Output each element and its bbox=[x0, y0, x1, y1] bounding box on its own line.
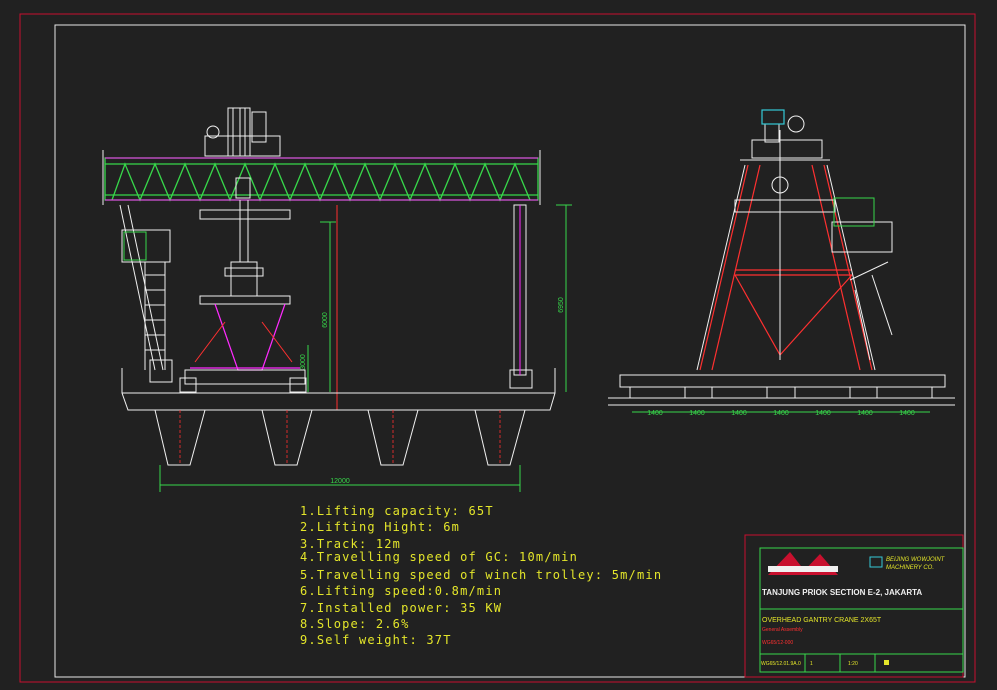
height-dimension-main: 6000 bbox=[322, 312, 329, 328]
sheet-marker bbox=[884, 660, 889, 665]
spec-item: 9.Self weight: 37T bbox=[300, 633, 452, 647]
company-name-line2: MACHINERY CO. bbox=[886, 565, 935, 571]
spec-item: 2.Lifting Hight: 6m bbox=[300, 520, 461, 534]
height-dimension-right: 6950 bbox=[558, 297, 565, 313]
wheel-spacing-5: 1400 bbox=[815, 410, 831, 417]
drawing-subtitle: General Assembly bbox=[762, 627, 803, 633]
wheel-spacing-2: 1400 bbox=[689, 410, 705, 417]
span-dimension: 12000 bbox=[330, 478, 350, 485]
main-girder-truss bbox=[104, 157, 539, 202]
height-dimension-small: 3000 bbox=[300, 354, 307, 370]
drawing-scale: 1:20 bbox=[848, 661, 858, 667]
wheel-spacing-7: 1400 bbox=[899, 410, 915, 417]
company-name-line1: BEIJING WOWJOINT bbox=[886, 557, 945, 563]
title-block bbox=[744, 534, 964, 678]
bridge-deck bbox=[121, 368, 556, 466]
front-elevation: 12000 6000 6950 3000 bbox=[102, 107, 572, 492]
spec-item: 8.Slope: 2.6% bbox=[300, 617, 410, 631]
spec-item: 4.Travelling speed of GC: 10m/min bbox=[300, 550, 579, 564]
wheel-spacing-4: 1400 bbox=[773, 410, 789, 417]
spec-item: 7.Installed power: 35 KW bbox=[300, 601, 503, 615]
outer-border bbox=[19, 13, 976, 683]
spec-item: 1.Lifting capacity: 65T bbox=[300, 504, 494, 518]
spec-item: 6.Lifting speed:0.8m/min bbox=[300, 584, 503, 598]
side-elevation: 1400 1400 1400 1400 1400 1400 1400 bbox=[608, 109, 955, 417]
company-logo bbox=[768, 552, 883, 575]
drawing-number: WG65/12-000 bbox=[762, 640, 794, 646]
drawing-code: WG65/12.01.9A.0 bbox=[761, 661, 801, 667]
right-leg bbox=[509, 204, 533, 389]
wheel-spacing-1: 1400 bbox=[647, 410, 663, 417]
wheel-spacing-6: 1400 bbox=[857, 410, 873, 417]
drawing-title: OVERHEAD GANTRY CRANE 2X65T bbox=[762, 617, 882, 624]
travel-bogies bbox=[608, 374, 955, 406]
spec-item: 5.Travelling speed of winch trolley: 5m/… bbox=[300, 568, 663, 582]
sheet-number: 1 bbox=[810, 661, 813, 667]
wheel-spacing-3: 1400 bbox=[731, 410, 747, 417]
inner-border bbox=[54, 24, 966, 678]
spec-item: 3.Track: 12m bbox=[300, 537, 402, 551]
project-name: TANJUNG PRIOK SECTION E-2, JAKARTA bbox=[762, 588, 923, 597]
winch-trolley bbox=[204, 107, 281, 199]
